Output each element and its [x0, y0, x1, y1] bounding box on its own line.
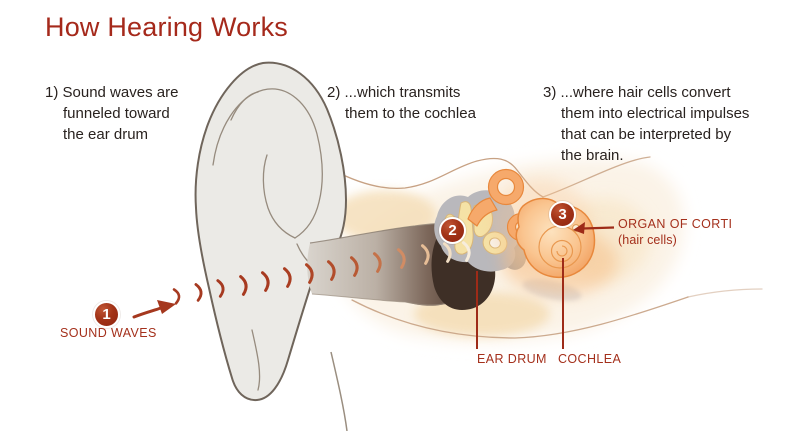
- organ-of-corti-leader-line: [582, 226, 615, 230]
- arrow-icon: [132, 300, 176, 319]
- badge-3: 3: [549, 201, 576, 228]
- text-line: that can be interpreted by: [561, 126, 732, 143]
- step-1-caption: 1) Sound waves are funneled toward the ear…: [45, 82, 178, 145]
- organ-of-corti-label: ORGAN OF CORTI (hair cells): [618, 216, 732, 248]
- inner-ear-shape: [467, 168, 618, 296]
- badge-1: 1: [93, 301, 120, 328]
- text-line: them to the cochlea: [345, 105, 476, 122]
- text-line: funneled toward: [63, 105, 170, 122]
- text-line: 3) ...where hair cells convert: [543, 84, 731, 101]
- sound-waves-label: SOUND WAVES: [60, 326, 157, 340]
- text-line: 1) Sound waves are: [45, 84, 179, 101]
- text-line: them into electrical impulses: [561, 105, 750, 122]
- text-line: the ear drum: [63, 126, 149, 143]
- organ-of-corti-arrowhead: [573, 222, 585, 234]
- sound-wave-arcs: [172, 241, 471, 305]
- step-3-caption: 3) ...where hair cells convert them into …: [543, 82, 749, 166]
- organ-of-corti-label-sub: (hair cells): [618, 233, 677, 247]
- step-2-caption: 2) ...which transmits them to the cochlea: [327, 82, 476, 124]
- leader-lines: [476, 222, 615, 349]
- cochlea-label: COCHLEA: [558, 352, 622, 366]
- ear-drum-label: EAR DRUM: [477, 352, 547, 366]
- jaw-line: [330, 351, 348, 431]
- page-title: How Hearing Works: [45, 12, 288, 42]
- text-line: 2) ...which transmits: [327, 84, 461, 101]
- badge-2: 2: [439, 217, 466, 244]
- text-line: the brain.: [561, 147, 624, 164]
- pinna-shape: [194, 61, 348, 431]
- organ-of-corti-label-main: ORGAN OF CORTI: [618, 217, 733, 231]
